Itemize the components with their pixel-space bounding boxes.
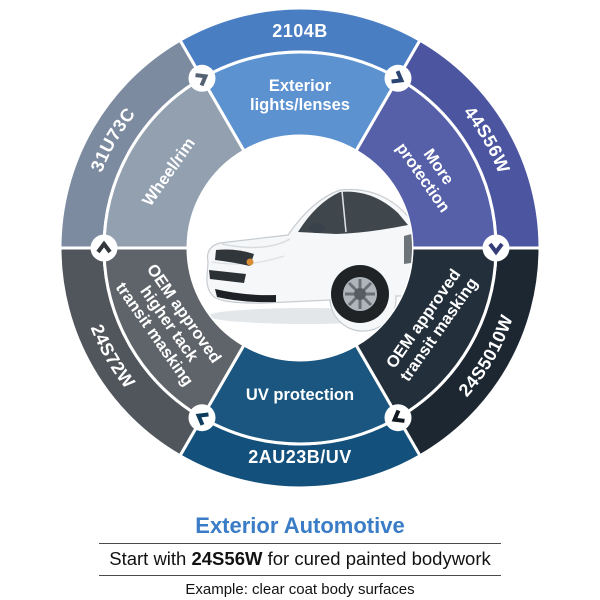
segment-31u73c: 31U73C Wheel/rim	[58, 38, 247, 250]
start-instruction: Start with 24S56W for cured painted body…	[99, 546, 501, 573]
segment-label-line: UV protection	[246, 386, 354, 404]
segment-label-line: Exterior	[269, 77, 332, 95]
chevron-icon	[384, 404, 412, 432]
start-suffix: for cured painted bodywork	[262, 548, 491, 569]
chevron-icon	[188, 404, 216, 432]
page-title: Exterior Automotive	[195, 513, 405, 538]
segment-label-line: lights/lenses	[250, 96, 350, 114]
chevron-icon	[482, 234, 510, 262]
car-image	[188, 136, 412, 360]
example-text: Example: clear coat body surfaces	[185, 581, 415, 598]
segment-code: 2AU23B/UV	[248, 447, 352, 467]
start-code: 24S56W	[191, 548, 263, 569]
divider-bottom	[99, 575, 501, 576]
segment-24s72w: 24S72W OEM approved higher tack transit …	[58, 246, 247, 458]
divider-top	[99, 543, 501, 544]
segment-2au23b-uv: 2AU23B/UV UV protection	[177, 342, 423, 490]
chevron-icon	[90, 234, 118, 262]
product-wheel-diagram: 2104B Exterior lights/lenses 44S56W More…	[58, 6, 542, 490]
footer-text-block: Exterior Automotive Start with 24S56W fo…	[99, 513, 501, 598]
start-prefix: Start with	[109, 548, 192, 569]
chevron-icon	[188, 64, 216, 92]
segment-code: 2104B	[272, 21, 328, 41]
chevron-icon	[384, 64, 412, 92]
